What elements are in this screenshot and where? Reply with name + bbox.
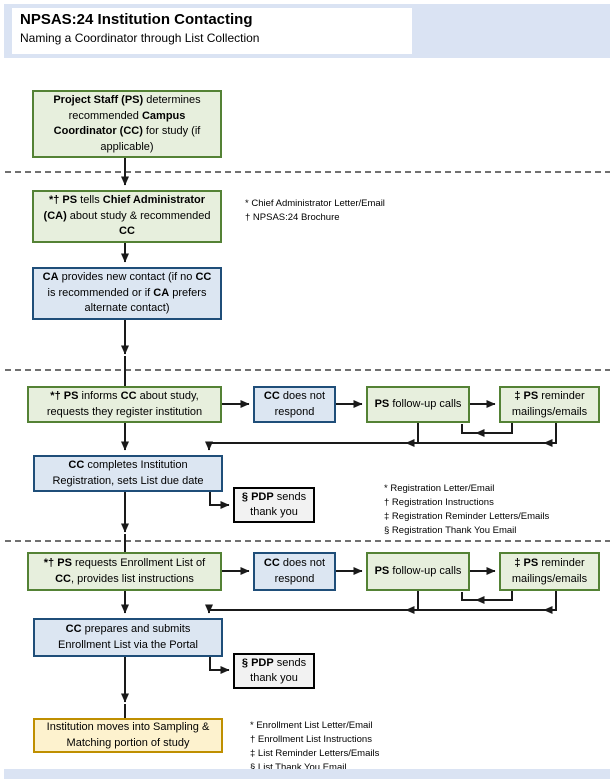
step-ps-tells-ca: *† PS tells Chief Administrator (CA) abo…: [32, 190, 222, 243]
page-title: NPSAS:24 Institution Contacting: [20, 11, 253, 28]
step-ps-followup-1: PS follow-up calls: [366, 386, 470, 423]
arrow-line: [461, 592, 476, 601]
flow-arrows: [121, 158, 557, 718]
page-subtitle: Naming a Coordinator through List Collec…: [20, 31, 260, 45]
step-cc-completes-registration: CC completes Institution Registration, s…: [33, 455, 223, 492]
step-ca-provides-contact: CA provides new contact (if no CC is rec…: [32, 267, 222, 320]
step-cc-no-respond-1: CC does not respond: [253, 386, 336, 423]
step-label: ‡ PS reminder mailings/emails: [511, 557, 588, 585]
note-pdp-thankyou-2: § PDP sends thank you: [233, 653, 315, 689]
step-label: § PDP sends thank you: [241, 656, 307, 685]
arrow-line: [209, 492, 230, 509]
note-pdp-thankyou-1: § PDP sends thank you: [233, 487, 315, 523]
step-ps-informs-cc: *† PS informs CC about study, requests t…: [27, 386, 222, 423]
step-cc-no-respond-2: CC does not respond: [253, 552, 336, 591]
step-label: *† PS tells Chief Administrator (CA) abo…: [43, 194, 211, 238]
arrow-line: [461, 424, 476, 434]
step-label: *† PS requests Enrollment List of CC, pr…: [43, 557, 206, 585]
step-label: CC does not respond: [263, 390, 326, 418]
arrow-line: [475, 591, 513, 604]
legend-enrollment-materials: * Enrollment List Letter/Email† Enrollme…: [250, 720, 380, 773]
step-cc-submits-list: CC prepares and submits Enrollment List …: [33, 618, 223, 657]
step-ps-followup-2: PS follow-up calls: [366, 552, 470, 591]
step-label: CC does not respond: [263, 557, 326, 585]
step-ps-requests-list: *† PS requests Enrollment List of CC, pr…: [27, 552, 222, 591]
phase-separators: [5, 171, 610, 542]
step-label: ‡ PS reminder mailings/emails: [511, 390, 588, 418]
legend-registration-materials: * Registration Letter/Email† Registratio…: [384, 483, 550, 536]
arrow-line: [209, 657, 230, 674]
step-label: CA provides new contact (if no CC is rec…: [42, 271, 212, 315]
legend-contact-materials: * Chief Administrator Letter/Email† NPSA…: [245, 198, 385, 223]
step-ps-reminder-1: ‡ PS reminder mailings/emails: [499, 386, 600, 423]
step-label: Project Staff (PS) determines recommende…: [53, 94, 201, 153]
step-label: CC completes Institution Registration, s…: [52, 459, 204, 487]
footer-banner: [4, 769, 610, 779]
step-institution-sampling: Institution moves into Sampling & Matchi…: [33, 718, 223, 753]
step-label: § PDP sends thank you: [241, 490, 307, 519]
header-title-box: NPSAS:24 Institution Contacting Naming a…: [12, 8, 412, 54]
arrow-line: [475, 423, 513, 437]
step-label: Institution moves into Sampling & Matchi…: [46, 721, 210, 749]
step-ps-determines-cc: Project Staff (PS) determines recommende…: [32, 90, 222, 158]
step-label: *† PS informs CC about study, requests t…: [46, 390, 203, 418]
step-label: PS follow-up calls: [374, 564, 462, 577]
step-label: CC prepares and submits Enrollment List …: [57, 623, 198, 651]
step-label: PS follow-up calls: [374, 397, 462, 410]
step-ps-reminder-2: ‡ PS reminder mailings/emails: [499, 552, 600, 591]
